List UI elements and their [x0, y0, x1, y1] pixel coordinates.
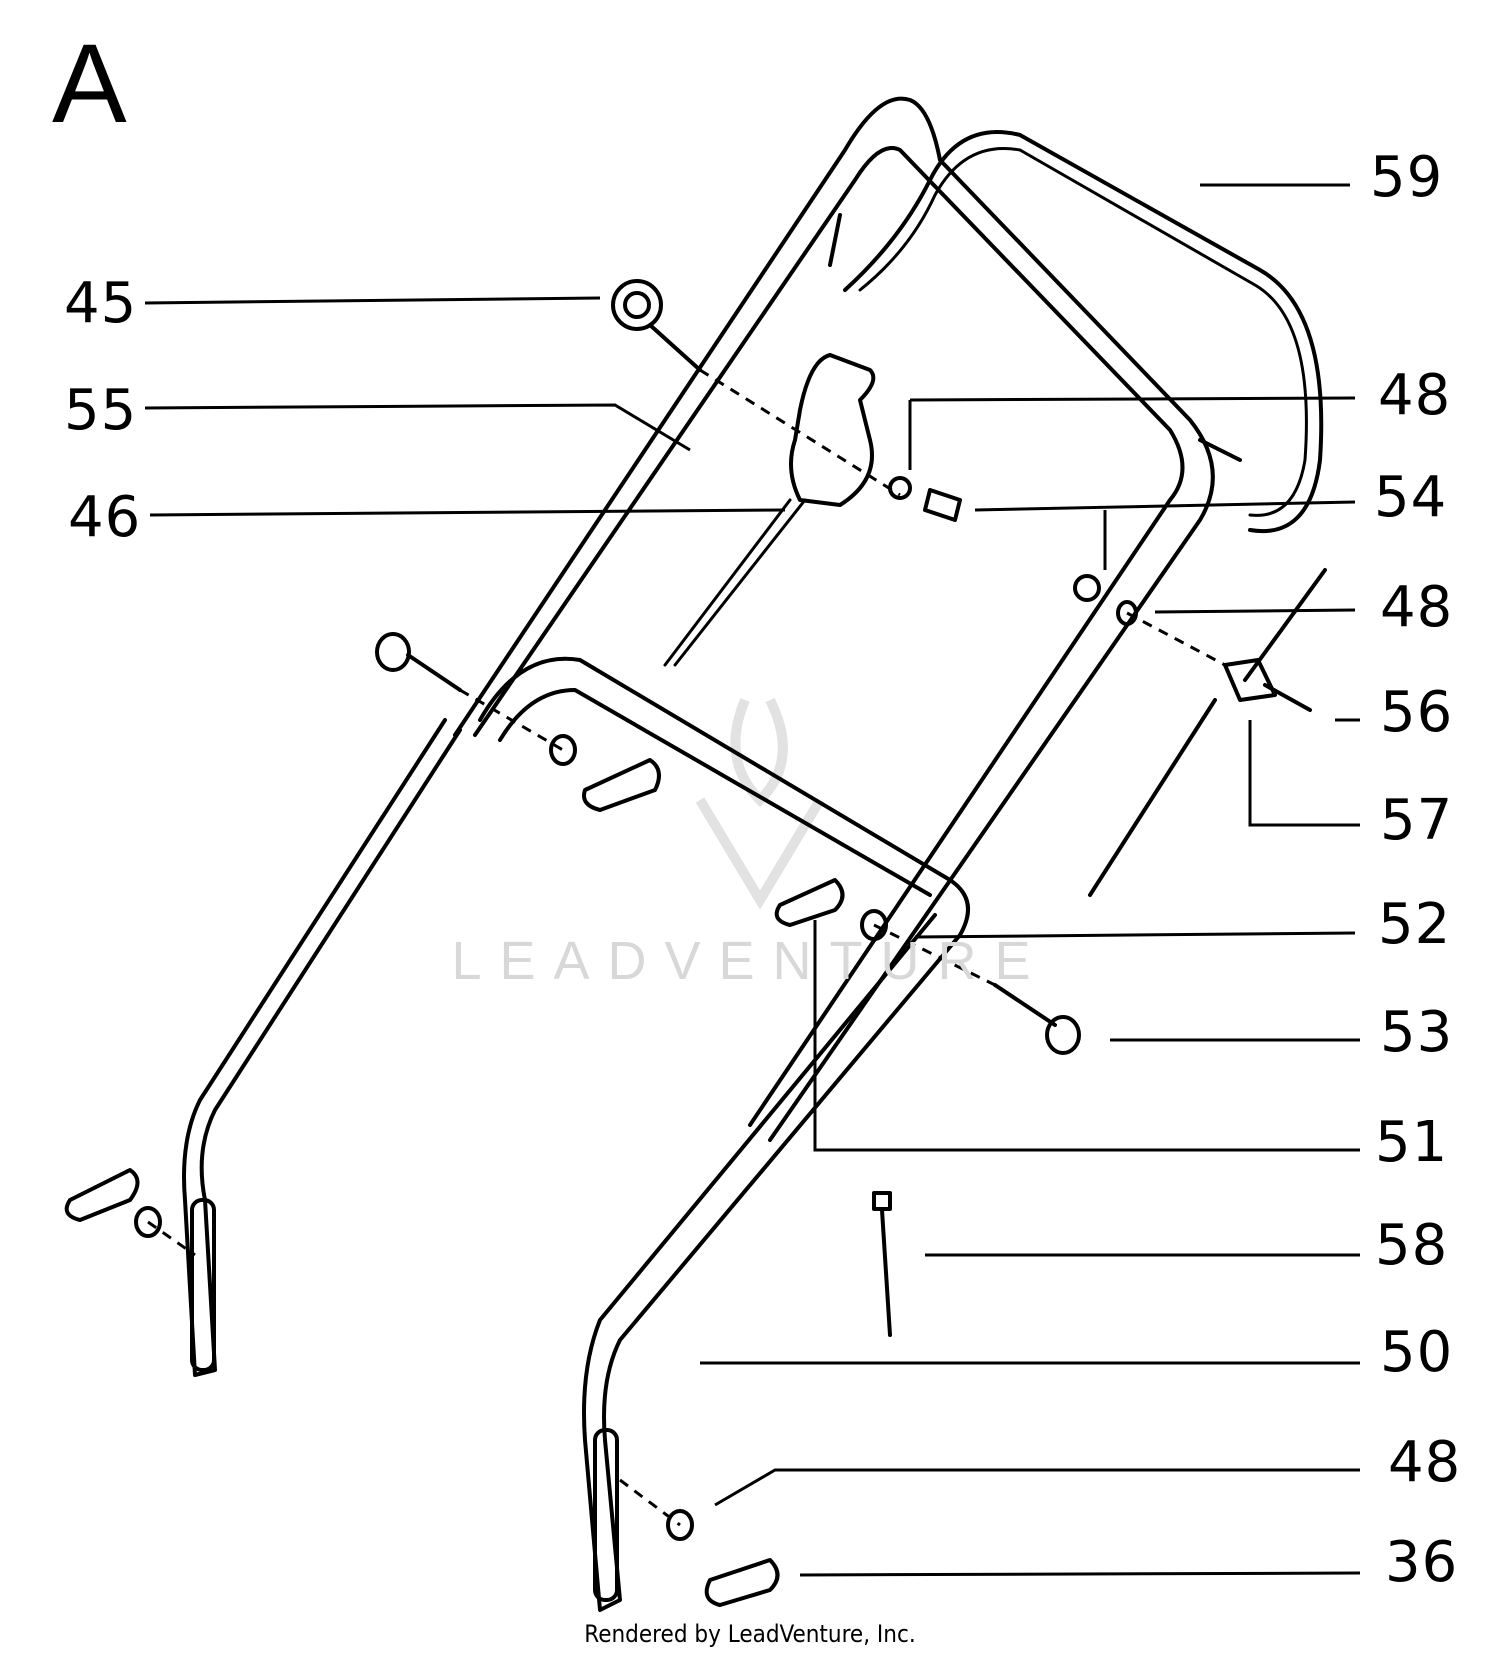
callout-55: 55 — [64, 378, 138, 443]
callout-59: 59 — [1370, 145, 1444, 210]
callout-57: 57 — [1380, 788, 1454, 853]
watermark-logo — [695, 697, 825, 910]
callout-36: 36 — [1385, 1530, 1459, 1595]
callout-56: 56 — [1380, 680, 1454, 745]
callout-53: 53 — [1380, 1000, 1454, 1065]
throttle-control — [663, 353, 876, 667]
assembly-lines — [147, 368, 1226, 1527]
footer-credit: Rendered by LeadVenture, Inc. — [584, 1620, 916, 1648]
callout-48-top: 48 — [1378, 363, 1452, 428]
callout-50: 50 — [1380, 1320, 1454, 1385]
callout-54: 54 — [1374, 465, 1448, 530]
callout-48-bottom: 48 — [1388, 1430, 1462, 1495]
eye-bolt — [611, 279, 702, 372]
callout-46: 46 — [68, 485, 142, 550]
hardware-parts — [64, 476, 1327, 1607]
callout-48-middle: 48 — [1380, 575, 1454, 640]
callout-51: 51 — [1375, 1110, 1449, 1175]
lower-handle — [182, 656, 970, 1612]
callout-52: 52 — [1378, 892, 1452, 957]
section-letter: A — [52, 21, 127, 146]
callout-58: 58 — [1375, 1213, 1449, 1278]
watermark-text: LEADVENTURE — [451, 931, 1049, 991]
control-cable-loop — [843, 130, 1324, 534]
upper-handle — [453, 96, 1242, 1142]
callout-45: 45 — [64, 271, 138, 336]
leader-lines — [144, 183, 1361, 1577]
